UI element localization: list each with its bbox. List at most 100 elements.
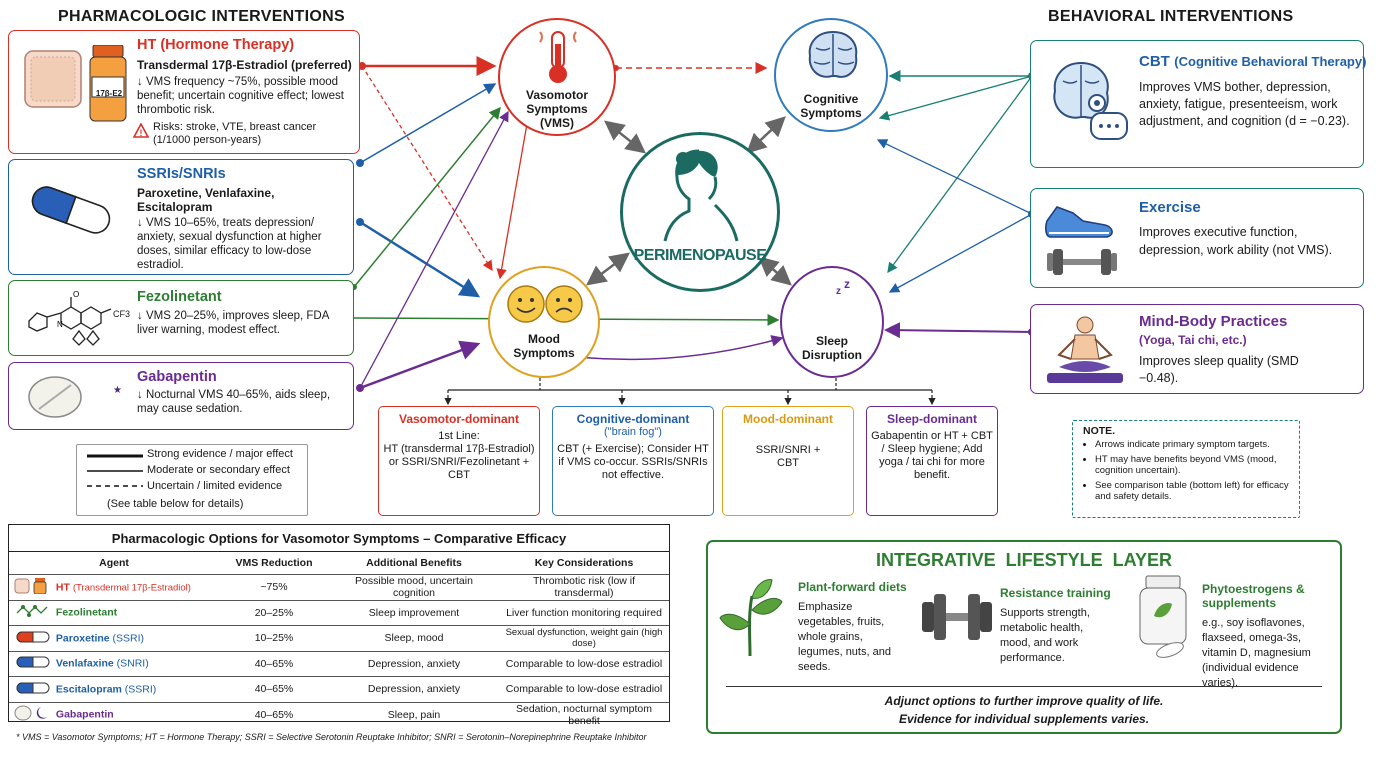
ht-text: ↓ VMS frequency ~75%, possible mood bene…	[137, 76, 344, 116]
svg-text:!: !	[140, 128, 143, 138]
ht-risk: Risks: stroke, VTE, breast cancer (1/100…	[153, 121, 317, 146]
woman-profile-icon	[663, 149, 739, 242]
ht-sub: Transdermal 17β-Estradiol (preferred)	[137, 58, 352, 72]
plant-title: Plant-forward diets	[798, 580, 907, 594]
sleep-circle: z z Sleep Disruption	[780, 266, 884, 378]
col-agent: Agent	[9, 552, 219, 575]
lifestyle-footer-1: Adjunct options to further improve quali…	[884, 694, 1164, 708]
table-row: Gabapentin 40–65% Sleep, pain Sedation, …	[9, 702, 669, 727]
mood-circle: Mood Symptoms	[488, 266, 600, 378]
cbt-title2: (Cognitive Behavioral Therapy)	[1174, 54, 1367, 69]
cbt-title: CBT	[1139, 53, 1170, 70]
note-title: NOTE.	[1083, 425, 1116, 437]
svg-text:z: z	[836, 286, 841, 297]
behav-header: BEHAVIORAL INTERVENTIONS	[1048, 8, 1294, 25]
note-item: See comparison table (bottom left) for e…	[1095, 480, 1295, 502]
col-considerations: Key Considerations	[499, 552, 669, 575]
phyto-title: Phytoestrogens & supplements	[1202, 582, 1305, 610]
considerations-cell: Liver function monitoring required	[499, 600, 669, 626]
benefits-cell: Depression, anxiety	[329, 651, 499, 677]
benefits-cell: Possible mood, uncertain cognition	[329, 574, 499, 601]
lifestyle-footer-2: Evidence for individual supplements vari…	[898, 712, 1150, 726]
tablet-moon-icon: ★	[28, 376, 122, 418]
considerations-cell: Sexual dysfunction, weight gain (high do…	[499, 625, 669, 652]
warning-icon: !	[133, 123, 149, 138]
yoga-icon	[1047, 316, 1123, 383]
ht-card: 17β-E2 HT (Hormone Therapy) Transdermal …	[8, 30, 360, 154]
col-vms: VMS Reduction	[219, 552, 329, 575]
benefits-cell: Sleep, mood	[329, 625, 499, 652]
vasomotor-dominant-title: Vasomotor-dominant	[398, 412, 519, 426]
legend-uncertain: Uncertain / limited evidence	[147, 480, 283, 492]
legend: Strong evidence / major effect Moderate …	[76, 444, 308, 516]
note-item: HT may have benefits beyond VMS (mood, c…	[1095, 454, 1295, 476]
ssri-card: SSRIs/SNRIs Paroxetine, Venlafaxine, Esc…	[8, 159, 354, 275]
agent-qualifier: (SSRI)	[124, 683, 157, 696]
mood-dominant-title: Mood-dominant	[743, 412, 833, 426]
cognitive-dominant-box: Cognitive-dominant ("brain fog") CBT (+ …	[552, 406, 714, 516]
considerations-cell: Comparable to low-dose estradiol	[499, 676, 669, 703]
lifestyle-title: INTEGRATIVE LIFESTYLE LAYER	[875, 550, 1173, 570]
agent-name: Paroxetine	[55, 632, 110, 645]
table-footnote: * VMS = Vasomotor Symptoms; HT = Hormone…	[16, 732, 647, 742]
capsule-icon	[13, 654, 53, 673]
patch-vial-icon	[24, 45, 127, 122]
agent-name: Gabapentin	[55, 708, 114, 721]
mindbody-sub: (Yoga, Tai chi, etc.)	[1139, 333, 1247, 347]
legend-strong: Strong evidence / major effect	[147, 448, 293, 460]
ssri-text: ↓ VMS 10–65%, treats depression/ anxiety…	[137, 217, 322, 271]
ssri-sub: Paroxetine, Venlafaxine, Escitalopram	[137, 186, 275, 214]
table-title: Pharmacologic Options for Vasomotor Symp…	[111, 531, 567, 546]
mood-dominant-text: SSRI/SNRI + CBT	[755, 444, 821, 469]
exercise-card: Exercise Improves executive function, de…	[1030, 188, 1364, 288]
plant-icon	[719, 579, 783, 657]
vms-cell: 10–25%	[219, 625, 329, 652]
ssri-title: SSRIs/SNRIs	[137, 166, 226, 182]
sleep-dominant-box: Sleep-dominant Gabapentin or HT + CBT / …	[866, 406, 998, 516]
phyto-text: e.g., soy isoflavones, flaxseed, omega-3…	[1202, 617, 1311, 689]
benefits-cell: Sleep, pain	[387, 708, 441, 721]
comparison-table: Pharmacologic Options for Vasomotor Symp…	[8, 524, 670, 727]
svg-text:N: N	[57, 320, 63, 329]
mood-label: Mood Symptoms	[513, 332, 575, 360]
vial-label: 17β-E2	[95, 89, 123, 98]
pharm-header: PHARMACOLOGIC INTERVENTIONS	[58, 8, 345, 25]
sleep-dominant-title: Sleep-dominant	[886, 412, 977, 426]
lifestyle-box: INTEGRATIVE LIFESTYLE LAYER Plant-forwar…	[706, 540, 1342, 734]
vms-cell: 40–65%	[219, 651, 329, 677]
vms-cell: 20–25%	[219, 600, 329, 626]
fezolinetant-title: Fezolinetant	[137, 289, 222, 305]
mindbody-title: Mind-Body Practices	[1139, 313, 1288, 330]
vasomotor-dominant-sub: 1st Line:	[438, 430, 480, 442]
vasomotor-dominant-text: HT (transdermal 17β-Estradiol) or SSRI/S…	[383, 443, 535, 481]
resistance-title: Resistance training	[1000, 586, 1111, 600]
gabapentin-title: Gabapentin	[137, 369, 217, 385]
ht-title: HT (Hormone Therapy)	[137, 37, 295, 53]
legend-lines	[87, 454, 143, 487]
vms-cell: 40–65%	[219, 676, 329, 703]
agent-name: Venlafaxine	[55, 657, 114, 670]
col-benefits: Additional Benefits	[329, 552, 499, 575]
cbt-text: Improves VMS bother, depression, anxiety…	[1139, 80, 1350, 128]
vms-circle: Vasomotor Symptoms (VMS)	[498, 18, 616, 136]
agent-qualifier: (Transdermal 17β-Estradiol)	[72, 582, 191, 594]
sleep-dominant-text: Gabapentin or HT + CBT / Sleep hygiene; …	[871, 430, 993, 481]
mindbody-card: Mind-Body Practices (Yoga, Tai chi, etc.…	[1030, 304, 1364, 394]
considerations-cell: Comparable to low-dose estradiol	[499, 651, 669, 677]
exercise-text: Improves executive function, depression,…	[1139, 225, 1333, 257]
resistance-text: Supports strength, metabolic health, moo…	[1000, 607, 1090, 664]
gabapentin-text: ↓ Nocturnal VMS 40–65%, aids sleep, may …	[137, 389, 331, 415]
perimenopause-circle: PERIMENOPAUSE	[620, 132, 780, 292]
vms-cell: 40–65%	[254, 708, 294, 721]
fezolinetant-text: ↓ VMS 20–25%, improves sleep, FDA liver …	[137, 310, 329, 336]
gabapentin-card: ★ Gabapentin ↓ Nocturnal VMS 40–65%, aid…	[8, 362, 354, 430]
benefits-cell: Sleep improvement	[329, 600, 499, 626]
supplement-bottle-icon	[1139, 575, 1187, 658]
cognitive-label: Cognitive Symptoms	[800, 92, 862, 120]
agent-name: HT	[55, 581, 70, 594]
thermometer-icon	[539, 31, 577, 83]
mindbody-text: Improves sleep quality (SMD −0.48).	[1139, 354, 1299, 385]
agent-qualifier: (SSRI)	[112, 632, 145, 645]
table-row: HT (Transdermal 17β-Estradiol) ~75% Poss…	[9, 574, 669, 601]
